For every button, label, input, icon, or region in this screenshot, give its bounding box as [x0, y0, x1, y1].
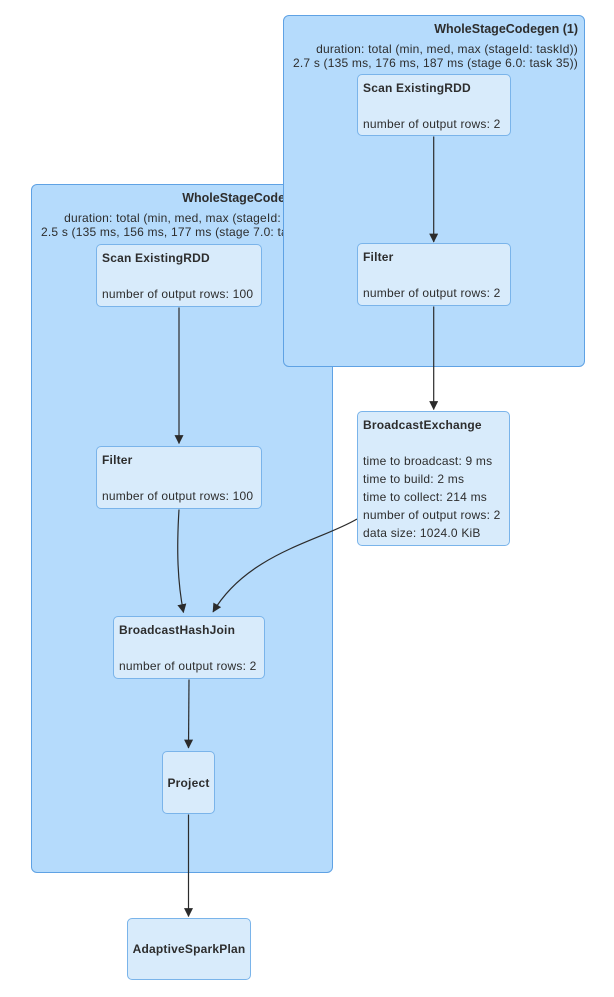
cluster-duration-header: duration: total (min, med, max (stageId:… — [316, 42, 578, 56]
node-broadcasthashjoin[interactable]: BroadcastHashJoin number of output rows:… — [113, 616, 265, 679]
node-metric: number of output rows: 100 — [102, 489, 254, 503]
cluster-title: WholeStageCodegen (1) — [434, 22, 578, 36]
node-title: Filter — [363, 250, 394, 264]
node-metrics: number of output rows: 2 — [363, 115, 505, 133]
node-title: Project — [167, 775, 210, 790]
node-metrics: number of output rows: 100 — [102, 487, 256, 505]
node-metric: number of output rows: 2 — [363, 508, 501, 522]
node-filter-left[interactable]: Filter number of output rows: 100 — [96, 446, 262, 509]
cluster-duration: duration: total (min, med, max (stageId:… — [32, 211, 326, 239]
node-metric: number of output rows: 2 — [363, 286, 501, 300]
node-title: Scan ExistingRDD — [102, 251, 210, 265]
cluster-duration-value: 2.5 s (135 ms, 156 ms, 177 ms (stage 7.0… — [41, 225, 326, 239]
node-title: Filter — [102, 453, 133, 467]
node-metric: number of output rows: 100 — [102, 287, 254, 301]
node-broadcastexchange[interactable]: BroadcastExchange time to broadcast: 9 m… — [357, 411, 510, 546]
node-scan-existingrdd-right[interactable]: Scan ExistingRDD number of output rows: … — [357, 74, 511, 136]
cluster-duration-header: duration: total (min, med, max (stageId:… — [64, 211, 326, 225]
node-metrics: number of output rows: 2 — [363, 284, 505, 302]
node-metric: time to broadcast: 9 ms — [363, 454, 493, 468]
node-title: BroadcastExchange — [363, 418, 482, 432]
node-scan-existingrdd-left[interactable]: Scan ExistingRDD number of output rows: … — [96, 244, 262, 307]
node-metric: number of output rows: 2 — [363, 117, 501, 131]
cluster-title: WholeStageCodegen (2) — [182, 191, 326, 205]
node-title: BroadcastHashJoin — [119, 623, 236, 637]
node-metric: time to collect: 214 ms — [363, 490, 487, 504]
node-metric: number of output rows: 2 — [119, 659, 257, 673]
node-adaptivesparkplan[interactable]: AdaptiveSparkPlan — [127, 918, 251, 980]
node-filter-right[interactable]: Filter number of output rows: 2 — [357, 243, 511, 306]
node-project[interactable]: Project — [162, 751, 215, 814]
node-title: AdaptiveSparkPlan — [132, 942, 246, 956]
node-title: Scan ExistingRDD — [363, 81, 471, 95]
node-metrics: number of output rows: 2 — [119, 657, 259, 675]
cluster-label: WholeStageCodegen (1) duration: total (m… — [284, 16, 584, 70]
node-metrics: time to broadcast: 9 ms time to build: 2… — [363, 452, 504, 542]
cluster-wholestagecodegen-1[interactable]: WholeStageCodegen (1) duration: total (m… — [283, 15, 585, 367]
cluster-duration-value: 2.7 s (135 ms, 176 ms, 187 ms (stage 6.0… — [293, 56, 578, 70]
node-metric: time to build: 2 ms — [363, 472, 465, 486]
node-metrics: number of output rows: 100 — [102, 285, 256, 303]
cluster-duration: duration: total (min, med, max (stageId:… — [284, 42, 578, 70]
node-metric: data size: 1024.0 KiB — [363, 526, 481, 540]
